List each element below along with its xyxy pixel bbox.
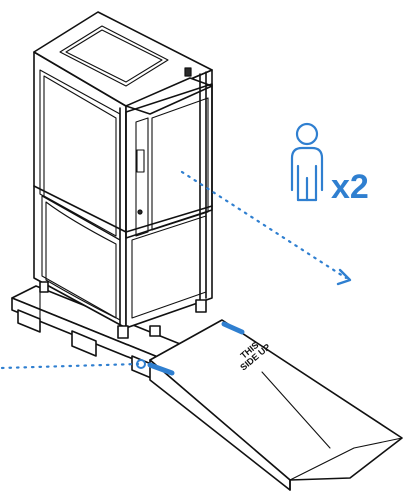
guide-line — [0, 362, 140, 370]
printer-cabinet — [33, 11, 213, 339]
arrow-head-icon — [336, 268, 352, 286]
push-arrow — [180, 170, 352, 286]
person-outline-icon — [290, 122, 324, 202]
ramp — [149, 319, 403, 491]
person-count-label: x2 — [331, 168, 369, 206]
